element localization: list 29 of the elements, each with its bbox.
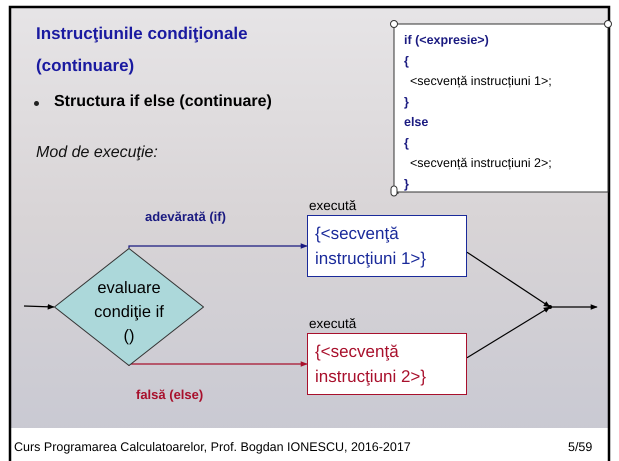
bullet-text: Structura if else (continuare) <box>54 93 272 111</box>
block-text: {<secvenţă instrucţiuni 2>} <box>315 341 428 388</box>
code-line: { <box>404 134 410 152</box>
junction-point <box>548 305 552 309</box>
condition-text: evaluare condiţie if () <box>93 278 165 347</box>
arrow <box>24 304 55 310</box>
edge-label: falsă (else) <box>136 387 204 402</box>
decision-diamond <box>54 248 204 366</box>
code-line: <secvență instrucțiuni 2>; <box>409 155 552 172</box>
footer-text: Curs Programarea Calculatoarelor, Prof. Bogdan IONESCU, 2016-2017 <box>14 440 411 454</box>
subheading: Mod de execuţie: <box>36 144 158 162</box>
page-number: 5/59 <box>568 440 592 454</box>
process-box <box>307 333 467 395</box>
code-line: } <box>404 94 410 111</box>
caption-text: execută <box>309 198 356 213</box>
caption-text: execută <box>309 316 356 331</box>
code-line: } <box>404 176 410 193</box>
code-line: else <box>404 114 430 131</box>
arrow <box>466 306 551 358</box>
arrow <box>466 252 551 308</box>
code-line: if (<expresie>) <box>404 32 490 49</box>
arrow <box>550 304 598 310</box>
block-text: {<secvenţă instrucţiuni 1>} <box>315 223 428 270</box>
edge-label: adevărată (if) <box>145 209 226 224</box>
slide-title: Instrucţiunile condiţionale (continuare) <box>36 23 249 77</box>
process-box <box>307 215 467 277</box>
code-line: <secvență instrucțiuni 1>; <box>409 73 552 90</box>
code-line: { <box>404 52 410 70</box>
arrow <box>128 243 308 249</box>
